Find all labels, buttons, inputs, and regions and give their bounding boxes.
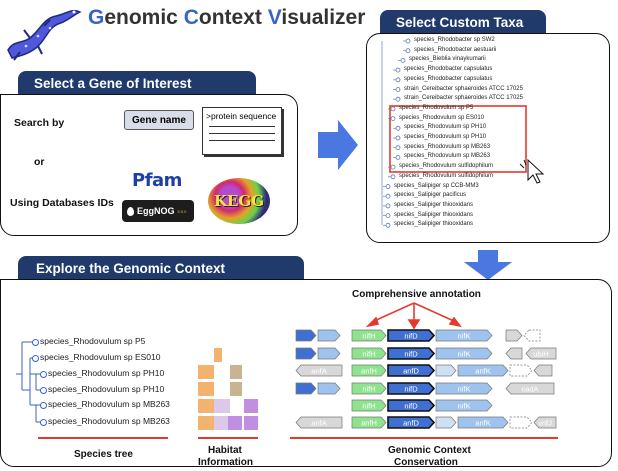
gene-panel-title: Select a Gene of Interest xyxy=(34,75,192,91)
title-letter-v: V xyxy=(267,6,282,29)
egg-icon xyxy=(127,206,134,216)
search-by-label: Search by xyxy=(14,117,65,129)
kegg-text: KEGG xyxy=(213,192,265,210)
gene-name-input[interactable]: Gene name xyxy=(124,110,194,130)
species-node xyxy=(40,387,47,394)
taxa-item[interactable]: species_Rhodovulum sp PH10 xyxy=(404,124,487,131)
conservation-label-1: Genomic Context xyxy=(388,445,471,456)
title-word-genomic: enomic xyxy=(104,6,184,29)
species-node xyxy=(40,371,47,378)
gene-panel-header: Select a Gene of Interest xyxy=(18,71,256,95)
taxa-item[interactable]: species_Rhodobacter capsulatus xyxy=(404,75,493,82)
taxa-item[interactable]: species_Rhodovulum sp MB263 xyxy=(404,143,491,150)
conservation-label-2: Conservation xyxy=(394,457,458,468)
habitat-label-1: Habitat xyxy=(208,445,242,456)
pfam-text: Pfam xyxy=(132,170,182,191)
using-db-label: Using Databases IDs xyxy=(10,197,114,209)
page-title: Genomic Context Visualizer xyxy=(88,6,365,30)
or-label: or xyxy=(34,156,45,168)
species-node xyxy=(32,339,39,346)
protein-sequence-text: >protein sequence xyxy=(206,111,277,121)
eggnog-version: 5.0.0 xyxy=(177,208,187,214)
protein-sequence-input[interactable]: >protein sequence xyxy=(202,107,282,155)
species-tree-underline xyxy=(38,437,168,439)
taxa-item[interactable]: species_Salipiger pacificus xyxy=(394,192,467,199)
taxa-item[interactable]: species_Rhodovulum sulfidophilum xyxy=(399,163,494,170)
taxa-panel-title: Select Custom Taxa xyxy=(396,14,524,30)
gene-name-text: Gene name xyxy=(132,114,186,126)
taxa-item[interactable]: strain_Cereibacter sphaeroides ATCC 1702… xyxy=(404,95,523,102)
seq-line xyxy=(209,126,275,127)
seq-line xyxy=(209,140,275,141)
kegg-logo[interactable]: KEGG xyxy=(208,178,270,224)
eggnog-text: EggNOG xyxy=(137,206,175,216)
taxa-item[interactable]: species_Rhodobacter capsulatus xyxy=(404,66,493,73)
species-tree-label: Species tree xyxy=(74,449,133,460)
taxa-item[interactable]: species_Rhodobacter aestuarii xyxy=(414,46,497,53)
taxa-item[interactable]: species_Rhodovulum sp ES010 xyxy=(399,114,485,121)
title-letter-g: G xyxy=(88,6,105,29)
taxa-panel-header: Select Custom Taxa xyxy=(380,10,546,34)
taxa-item[interactable]: species_Rhodovulum sp P5 xyxy=(399,104,474,111)
taxa-item[interactable]: species_Bieblia vinaykumarii xyxy=(409,56,486,63)
taxa-item[interactable]: strain_Cereibacter sphaeroides ATCC 1702… xyxy=(404,85,523,92)
title-letter-c: C xyxy=(183,6,199,29)
seq-line xyxy=(209,133,275,134)
title-word-visualizer: isualizer xyxy=(281,6,366,29)
taxa-item[interactable]: species_Salipiger thiooxidans xyxy=(394,221,474,228)
taxa-item[interactable]: species_Rhodobacter sp SW2 xyxy=(414,37,495,43)
species-node xyxy=(32,355,39,362)
habitat-underline xyxy=(198,437,258,439)
species-item: species_Rhodovulum sp P5 xyxy=(40,336,146,346)
arrow-right xyxy=(318,120,358,170)
species-item: species_Rhodovulum sp PH10 xyxy=(48,368,165,378)
species-node xyxy=(40,402,47,409)
species-node xyxy=(40,419,47,426)
taxa-item[interactable]: species_Salipiger thiooxidans xyxy=(394,201,474,208)
species-item: species_Rhodovulum sp MB263 xyxy=(48,416,170,426)
taxa-item[interactable]: species_Rhodovulum sp MB263 xyxy=(404,153,491,160)
explore-panel-title: Explore the Genomic Context xyxy=(36,260,226,276)
taxa-item[interactable]: species_Salipiger sp CCB-MM3 xyxy=(394,182,479,189)
habitat-label-2: Information xyxy=(198,457,253,468)
taxa-item[interactable]: species_Rhodovulum sp PH10 xyxy=(404,134,487,140)
pfam-logo[interactable]: Pfam xyxy=(132,170,182,191)
taxa-item[interactable]: species_Salipiger thiooxidans xyxy=(394,211,474,218)
explore-panel-header: Explore the Genomic Context xyxy=(18,256,304,280)
eggnog-logo[interactable]: EggNOG 5.0.0 xyxy=(122,200,194,222)
title-word-context: ontext xyxy=(198,6,268,29)
conservation-underline xyxy=(290,437,558,439)
annotation-title: Comprehensive annotation xyxy=(352,289,481,300)
arrow-down xyxy=(464,250,512,280)
taxa-item[interactable]: species_Rhodovulum sulfidophilum xyxy=(399,172,494,179)
species-item: species_Rhodovulum sp MB263 xyxy=(48,399,170,409)
species-item: species_Rhodovulum sp ES010 xyxy=(40,352,161,362)
species-item: species_Rhodovulum sp PH10 xyxy=(48,384,165,394)
